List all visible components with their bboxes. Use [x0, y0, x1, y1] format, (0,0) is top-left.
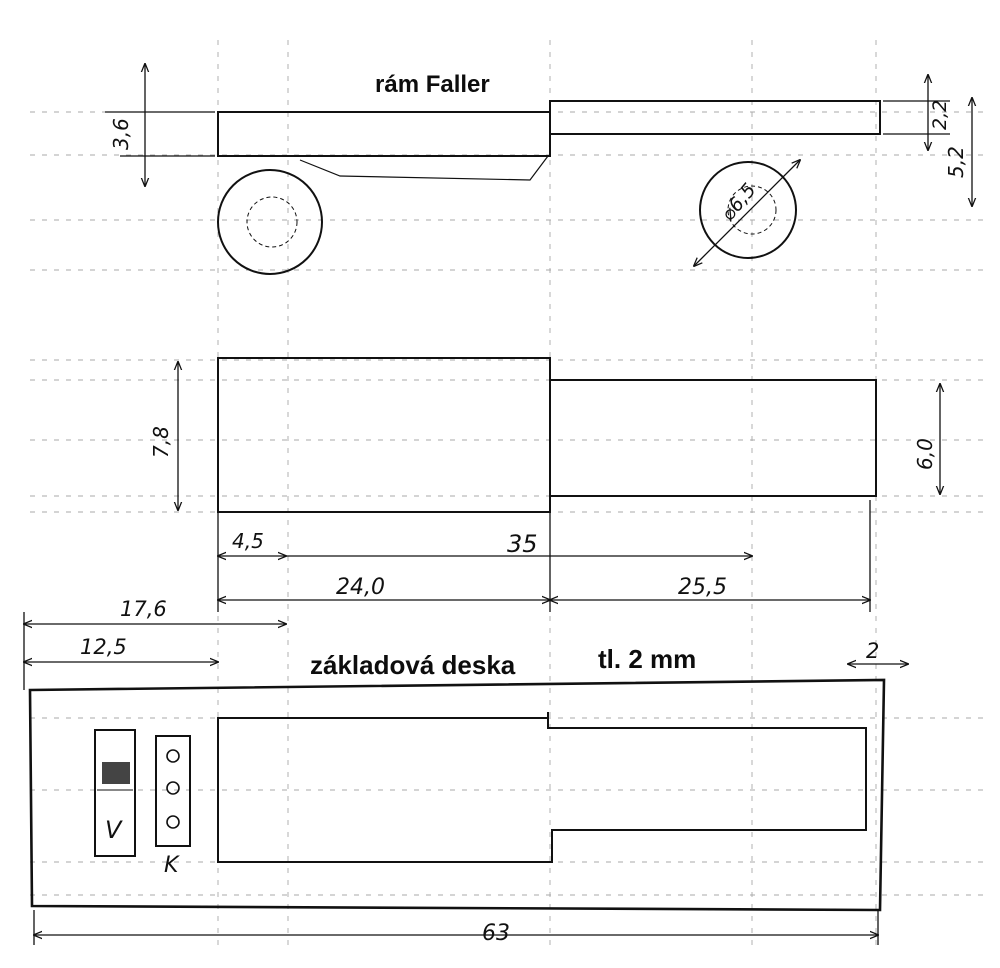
wheel-diameter-line	[694, 160, 800, 266]
base-total-label: 63	[482, 921, 510, 946]
base-board	[28, 678, 886, 912]
frame-title: rám Faller	[375, 71, 490, 98]
base-17-label: 17,6	[120, 597, 167, 621]
front-wheel	[217, 169, 323, 275]
base-title: základová deska	[310, 650, 516, 680]
switch-label: V	[105, 816, 123, 844]
frame-side-view	[217, 100, 881, 181]
side-height-dims	[105, 64, 972, 206]
switch-toggle	[102, 762, 130, 784]
connector-label: K	[164, 853, 180, 878]
connector-pin-3	[166, 815, 180, 829]
length-dims	[218, 500, 870, 612]
switch-component	[94, 729, 136, 857]
base-edge-label: 2	[866, 639, 879, 663]
rear-length-label: 25,5	[678, 575, 727, 600]
rear-height-label: 2,2	[929, 100, 951, 130]
wheels	[217, 160, 800, 275]
frame-front-block	[217, 111, 551, 157]
base-12-label: 12,5	[80, 635, 127, 659]
switch-body	[94, 729, 136, 857]
frame-height-label: 3,6	[109, 118, 133, 150]
connector-pin-1	[166, 749, 180, 763]
connector-component	[155, 735, 191, 847]
top-width-dims	[178, 362, 940, 510]
total-height-label: 5,2	[944, 146, 968, 178]
connector-body	[155, 735, 191, 847]
offset-left-label: 4,5	[232, 529, 264, 553]
connector-pin-2	[166, 781, 180, 795]
base-cutout	[217, 712, 867, 863]
top-rear-block	[549, 379, 877, 497]
thickness-label: tl. 2 mm	[598, 644, 696, 674]
front-width-label: 7,8	[149, 426, 173, 458]
rear-width-label: 6,0	[913, 438, 937, 470]
front-length-label: 24,0	[336, 575, 385, 600]
frame-rear-block	[549, 100, 881, 135]
front-wheel-hub	[246, 196, 298, 248]
top-front-block	[217, 357, 551, 513]
rear-wheel	[699, 161, 797, 259]
frame-top-view	[217, 357, 877, 513]
base-board-outline	[28, 678, 886, 912]
mid-mark-label: 35	[507, 530, 538, 558]
base-dims	[24, 612, 908, 945]
frame-underside	[299, 155, 549, 181]
